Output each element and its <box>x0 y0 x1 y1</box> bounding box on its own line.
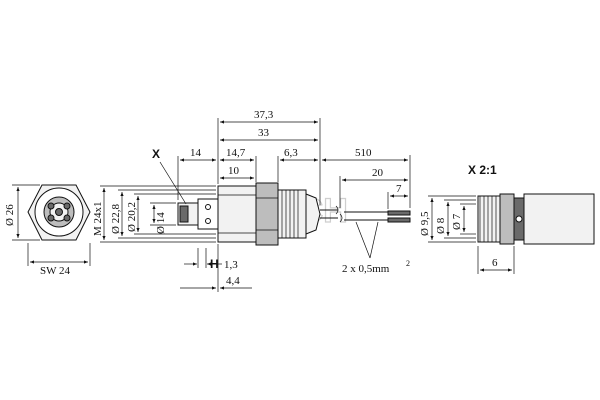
dim-6: 6 <box>492 257 498 269</box>
side-view <box>177 182 411 246</box>
detail-x-view: X 2:1 Ø 9,5 Ø 8 Ø 7 6 <box>419 163 595 274</box>
dim-14-7: 14,7 <box>226 147 246 159</box>
dim-m24x1: M 24x1 <box>92 201 104 236</box>
dim-d22-8: Ø 22,8 <box>110 204 122 234</box>
dim-d8: Ø 8 <box>435 217 447 234</box>
dim-1-3: 1,3 <box>224 259 238 271</box>
dim-37-3: 37,3 <box>254 109 274 121</box>
dim-4-4: 4,4 <box>226 275 240 287</box>
dim-10: 10 <box>228 165 240 177</box>
dim-wire: 2 x 0,5mm <box>342 263 390 275</box>
dim-7-top: 7 <box>396 183 402 195</box>
dim-d9-5: Ø 9,5 <box>419 211 431 236</box>
dim-sw24: SW 24 <box>40 265 71 277</box>
dim-d26: Ø 26 <box>4 204 16 226</box>
dim-d7: Ø 7 <box>451 213 463 230</box>
label-h: H <box>210 257 219 271</box>
label-detail-x: X <box>152 147 160 161</box>
end-view: Ø 26 SW 24 <box>4 184 91 277</box>
side-dimensions: 37,3 33 14 14,7 6,3 10 510 20 7 M <box>92 109 411 292</box>
dim-14: 14 <box>190 147 202 159</box>
dim-20: 20 <box>372 167 384 179</box>
dim-33: 33 <box>258 127 270 139</box>
dim-510: 510 <box>355 147 372 159</box>
dim-6-3: 6,3 <box>284 147 298 159</box>
dim-d20-2: Ø 20,2 <box>126 202 138 232</box>
dim-d14: Ø 14 <box>155 212 167 234</box>
label-detail-x-scale: X 2:1 <box>468 163 497 177</box>
dim-wire-sup: 2 <box>406 259 410 268</box>
